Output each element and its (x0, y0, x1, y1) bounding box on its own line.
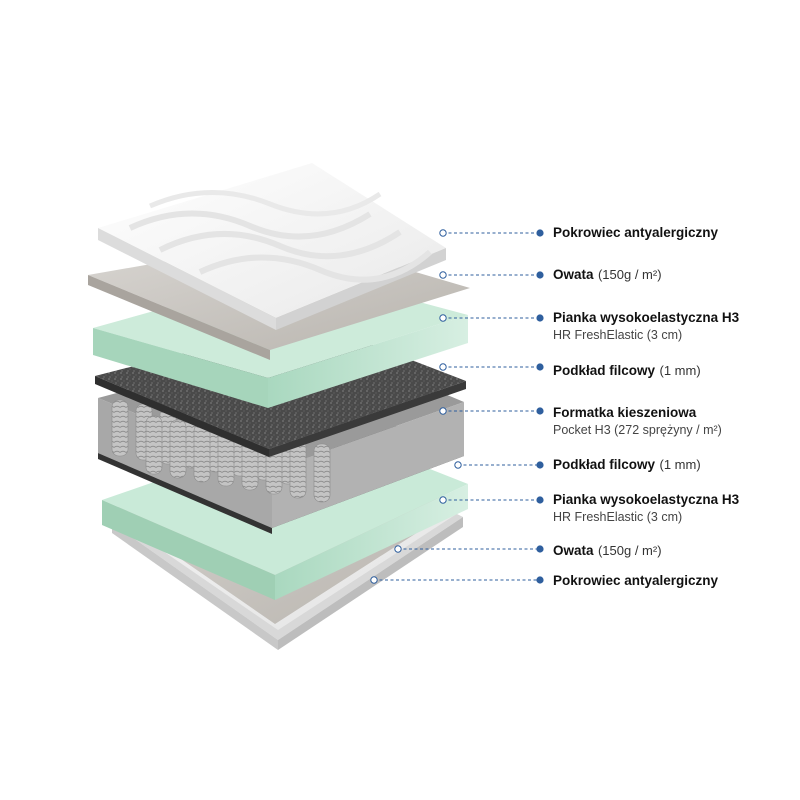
callout-end-dot (536, 229, 544, 237)
layer-subtitle: HR FreshElastic (3 cm) (553, 510, 683, 524)
layer-title: Pianka wysokoelastyczna H3 (553, 310, 740, 325)
callout-anchor-dot (370, 576, 378, 584)
callout-end-dot (536, 363, 544, 371)
layer-note: (150g / m²) (597, 267, 662, 282)
callout-end-dot (536, 314, 544, 322)
callout-anchor-dot (454, 461, 462, 469)
callout-end-dot (536, 461, 544, 469)
layer-title: Podkład filcowy (553, 457, 656, 472)
pocket-spring-coil (145, 415, 163, 475)
callout-anchor-dot (439, 229, 447, 237)
callout-end-dot (536, 545, 544, 553)
layer-note: (1 mm) (659, 457, 701, 472)
pocket-spring-coil (111, 399, 129, 457)
callout-end-dot (536, 576, 544, 584)
callout-anchor-dot (394, 545, 402, 553)
layer-title: Owata (553, 267, 594, 282)
layer-label: Podkład filcowy (1 mm) (553, 363, 793, 379)
layer-title: Owata (553, 543, 594, 558)
layer-title: Pianka wysokoelastyczna H3 (553, 492, 740, 507)
callout-anchor-dot (439, 496, 447, 504)
pocket-spring-coil (169, 419, 187, 479)
layer-title: Formatka kieszeniowa (553, 405, 697, 420)
layer-label: Pokrowiec antyalergiczny (553, 573, 793, 589)
layer-title: Pokrowiec antyalergiczny (553, 225, 719, 240)
layer-label: Pianka wysokoelastyczna H3 HR FreshElasti… (553, 310, 793, 343)
layer-note: (1 mm) (659, 363, 701, 378)
layer-title: Pokrowiec antyalergiczny (553, 573, 719, 588)
layer-note: (150g / m²) (597, 543, 662, 558)
callout-anchor-dot (439, 314, 447, 322)
callout-anchor-dot (439, 407, 447, 415)
layer-label: Pianka wysokoelastyczna H3 HR FreshElasti… (553, 492, 793, 525)
callout-anchor-dot (439, 271, 447, 279)
top-cover-layer (98, 163, 446, 330)
callout-end-dot (536, 496, 544, 504)
pocket-spring-coil (193, 423, 211, 483)
callout-end-dot (536, 271, 544, 279)
callout-end-dot (536, 407, 544, 415)
layer-label: Pokrowiec antyalergiczny (553, 225, 793, 241)
layer-subtitle: Pocket H3 (272 sprężyny / m²) (553, 423, 722, 437)
layer-label: Owata (150g / m²) (553, 543, 793, 559)
layer-label: Podkład filcowy (1 mm) (553, 457, 793, 473)
layer-subtitle: HR FreshElastic (3 cm) (553, 328, 683, 342)
layer-title: Podkład filcowy (553, 363, 656, 378)
pocket-spring-coil (313, 443, 331, 503)
layer-label: Owata (150g / m²) (553, 267, 793, 283)
callout-anchor-dot (439, 363, 447, 371)
